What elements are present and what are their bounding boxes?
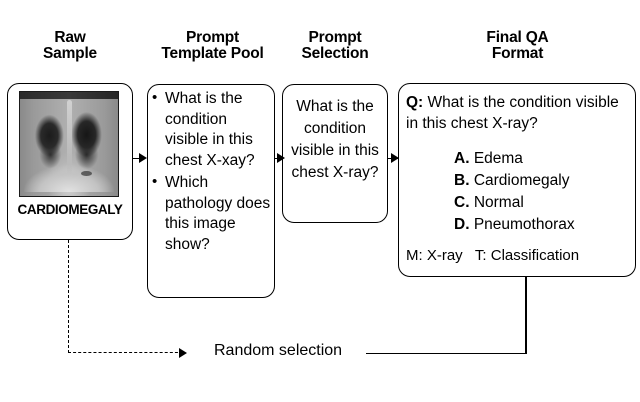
column-heading-prompt-template-pool: Prompt Template Pool <box>161 29 264 62</box>
qa-metadata-line: M: X-ray T: Classification <box>406 247 580 264</box>
return-path-horizontal-segment <box>366 352 527 355</box>
column-heading-prompt-selection: Prompt Selection <box>301 29 369 62</box>
option-key-d: D. <box>454 216 470 233</box>
list-item: D. Pneumothorax <box>454 214 634 236</box>
random-selection-label: Random selection <box>214 342 343 359</box>
chest-xray-image <box>19 91 119 197</box>
arrow-raw-to-pool-icon <box>139 153 147 163</box>
xray-diaphragm <box>23 164 115 192</box>
final-qa-format-box <box>398 83 636 277</box>
option-text-b: Cardiomegaly <box>473 172 570 189</box>
dashed-feedback-arrow-icon <box>179 348 187 358</box>
xray-top-band <box>20 92 118 99</box>
dashed-feedback-horizontal-segment <box>68 352 183 353</box>
list-item: A. Edema <box>454 148 634 170</box>
return-path-vertical-segment <box>525 277 527 353</box>
xray-spine <box>67 100 72 176</box>
column-heading-final-qa-format: Final QA Format <box>486 29 549 62</box>
list-item: B. Cardiomegaly <box>454 170 634 192</box>
selected-prompt-text: What is the condition visible in this ch… <box>291 98 379 181</box>
option-text-a: Edema <box>473 150 523 167</box>
list-item: Which pathology does this image show? <box>152 172 272 255</box>
column-heading-raw-sample: Raw Sample <box>43 29 97 62</box>
prompt-selection-box <box>282 84 388 223</box>
raw-sample-label: CARDIOMEGALY <box>17 202 123 217</box>
arrow-pool-to-selection-icon <box>277 153 285 163</box>
dashed-feedback-vertical-segment <box>68 240 69 353</box>
prompt-template-list: What is the condition visible in this ch… <box>152 88 272 257</box>
qa-question-line: Q: What is the condition visible in this… <box>406 92 632 134</box>
arrow-selection-to-final-icon <box>391 153 399 163</box>
qa-options-list: A. Edema B. Cardiomegaly C. Normal D. Pn… <box>454 148 634 236</box>
option-text-d: Pneumothorax <box>473 216 575 233</box>
qa-question-text: What is the condition visible in this ch… <box>406 94 619 132</box>
option-key-b: B. <box>454 172 470 189</box>
list-item: C. Normal <box>454 192 634 214</box>
option-key-a: A. <box>454 150 470 167</box>
option-text-c: Normal <box>473 194 524 211</box>
option-key-c: C. <box>454 194 470 211</box>
arrow-raw-to-pool-line <box>133 157 143 160</box>
qa-question-prefix: Q: <box>406 94 424 111</box>
xray-opacity-marker <box>80 171 92 177</box>
list-item: What is the condition visible in this ch… <box>152 88 272 171</box>
